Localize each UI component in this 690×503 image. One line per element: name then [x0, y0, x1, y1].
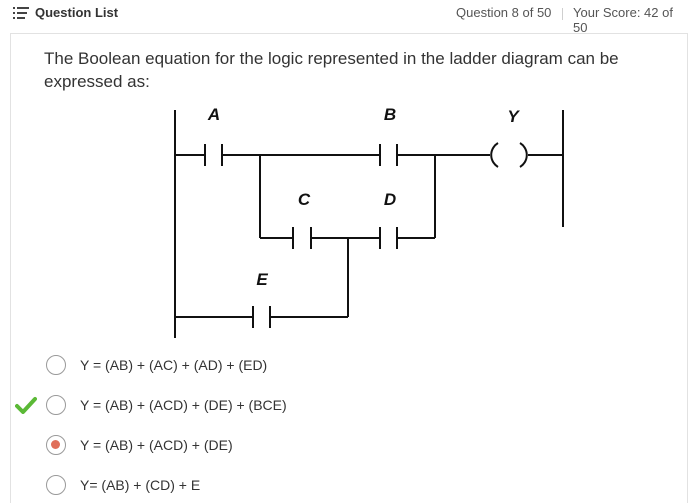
ladder-diagram: A B Y C D E	[174, 105, 564, 338]
contact-label-a: A	[207, 105, 220, 124]
answer-option-label: Y = (AB) + (ACD) + (DE) + (BCE)	[80, 397, 287, 413]
question-text: The Boolean equation for the logic repre…	[44, 49, 619, 91]
header-divider	[562, 8, 563, 20]
contact-label-d: D	[384, 190, 396, 209]
contact-label-c: C	[298, 190, 311, 209]
radio-selected-dot	[51, 440, 60, 449]
radio-button[interactable]	[46, 395, 66, 415]
list-icon[interactable]	[13, 7, 29, 19]
score-display: Your Score: 42 of 50	[573, 5, 673, 35]
radio-button[interactable]	[46, 355, 66, 375]
radio-button-selected[interactable]	[46, 435, 66, 455]
checkmark-icon	[15, 397, 37, 414]
question-counter: Question 8 of 50	[456, 5, 552, 20]
answer-option-label: Y = (AB) + (ACD) + (DE)	[80, 437, 233, 453]
coil-label-y: Y	[507, 107, 520, 126]
answer-option-label: Y= (AB) + (CD) + E	[80, 477, 201, 493]
answer-option-1[interactable]: Y = (AB) + (AC) + (AD) + (ED)	[46, 355, 446, 377]
radio-button[interactable]	[46, 475, 66, 495]
answer-option-2[interactable]: Y = (AB) + (ACD) + (DE) + (BCE)	[46, 395, 446, 417]
answer-option-4[interactable]: Y= (AB) + (CD) + E	[46, 475, 446, 497]
contact-label-e: E	[256, 270, 268, 289]
answer-option-label: Y = (AB) + (AC) + (AD) + (ED)	[80, 357, 268, 373]
question-list-link[interactable]: Question List	[35, 5, 119, 20]
top-bar: Question List Question 8 of 50 Your Scor…	[0, 0, 690, 35]
contact-label-b: B	[384, 105, 396, 124]
answer-option-3[interactable]: Y = (AB) + (ACD) + (DE)	[46, 435, 446, 457]
